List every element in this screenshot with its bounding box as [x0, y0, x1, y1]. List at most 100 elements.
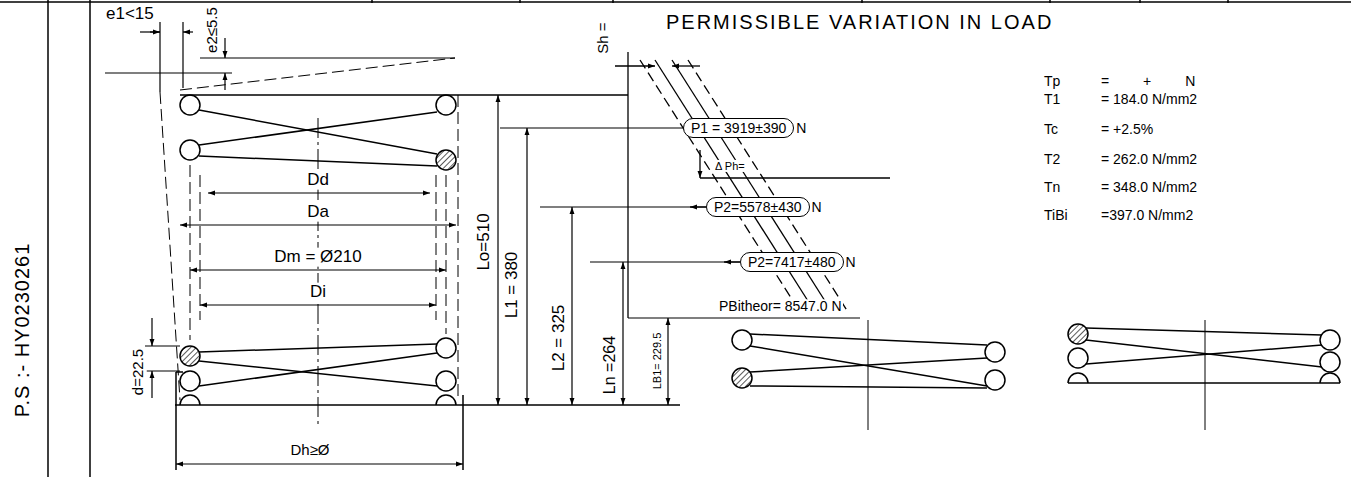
dimension-lines: [571, 207, 572, 405]
load-value: P2=5578±430: [706, 197, 810, 218]
table-key: T2: [1043, 152, 1061, 167]
title-frame: [612, 0, 614, 3]
spring-main-view: [462, 395, 464, 470]
spring-end-view: [732, 368, 752, 388]
load-callout: P1 = 3919±390N: [683, 118, 806, 139]
load-diagram: [615, 52, 890, 318]
title-frame: [861, 0, 863, 3]
dimension-lines: [622, 262, 623, 405]
spring-end-view: [985, 370, 1005, 390]
load-callout: P2=7417±480N: [740, 252, 856, 273]
spring-main-view: [180, 140, 200, 160]
spring-end-view: [1320, 373, 1340, 383]
title-frame: [1139, 0, 1141, 3]
title: PERMISSIBLE VARIATION IN LOAD: [665, 11, 1054, 33]
spring-main-view: [175, 95, 680, 470]
hidden-outline: [458, 95, 459, 400]
dimension-label: L1 = 380: [503, 251, 522, 320]
spring-end-view: [732, 320, 1005, 430]
spring-end-view: [1320, 330, 1340, 350]
title-frame: [1049, 0, 1051, 3]
spring-main-view: [180, 95, 200, 115]
table-value: = +2.5%: [1100, 122, 1154, 137]
spring-main-view: [180, 346, 200, 366]
load-callout: P2=5578±430N: [706, 197, 822, 218]
spring-end-view: [1068, 324, 1088, 344]
dimension-label: Dm = Ø210: [273, 248, 362, 267]
dimension-label: Dh≥Ø: [289, 442, 330, 459]
spring-main-view: [436, 338, 456, 358]
dimension-lines: [145, 370, 180, 371]
hidden-outline: [190, 165, 191, 340]
dimension-label: d=22.5: [130, 348, 147, 396]
spring-end-view: [1086, 345, 1322, 364]
table-value: = + N: [1100, 74, 1196, 89]
load-diagram: [640, 60, 800, 312]
dimension-label: Dd: [306, 171, 330, 190]
spring-main-view: [436, 371, 456, 391]
dimension-lines: [151, 318, 152, 346]
title-frame: [371, 0, 373, 3]
unit-label: N: [796, 120, 806, 137]
dimension-lines: [224, 73, 225, 90]
dimension-label: Lo=510: [475, 212, 494, 271]
title-frame: [0, 1, 1351, 3]
load-diagram: [615, 65, 655, 66]
spring-end-view: [1068, 348, 1088, 368]
load-diagram: [699, 150, 700, 178]
dimension-lines: [200, 304, 436, 305]
table-key: T1: [1043, 92, 1061, 107]
spring-main-view: [175, 372, 177, 470]
spring-end-view: [1086, 328, 1322, 335]
spring-end-view: [1068, 373, 1088, 383]
dimension-lines: [667, 318, 668, 405]
spring-main-view: [175, 404, 680, 406]
spring-end-view: [1086, 340, 1322, 367]
tolerance-label: e1<15: [105, 5, 155, 24]
table-key: Tc: [1043, 122, 1059, 137]
dimension-label: LB1= 229.5: [651, 332, 663, 391]
title-frame: [47, 0, 49, 477]
dimension-lines: [526, 128, 527, 405]
hidden-outline: [446, 175, 447, 334]
dimension-label: Di: [309, 283, 327, 302]
hidden-outline: [200, 175, 201, 320]
dimension-lines: [190, 269, 446, 270]
hidden-outline: [436, 175, 437, 320]
table-value: =397.0 N/mm2: [1100, 208, 1194, 223]
dimension-lines: [176, 463, 463, 464]
dimension-lines: [145, 345, 180, 346]
spring-end-view: [1068, 382, 1340, 384]
spring-main-view: [180, 94, 628, 96]
spring-main-view: [436, 95, 456, 115]
dimension-lines: [151, 371, 152, 398]
dimension-label: Da: [306, 203, 330, 222]
dimension-lines: [224, 38, 225, 58]
load-value: P1 = 3919±390: [683, 118, 794, 139]
dimension-label: Ln =264: [601, 335, 619, 395]
dimension-label: PBitheor= 8547.0 N: [718, 299, 843, 314]
dimension-lines: [200, 57, 455, 58]
load-diagram: [724, 261, 740, 262]
table-value: = 184.0 N/mm2: [1100, 92, 1198, 107]
spring-end-view: [1320, 352, 1340, 372]
spring-main-view: [436, 150, 456, 170]
load-diagram: [655, 60, 815, 312]
part-number: P.S :- HY0230261: [11, 242, 33, 419]
dimension-lines: [105, 22, 860, 464]
spring-main-view: [180, 395, 200, 405]
load-diagram: [672, 60, 832, 312]
dimension-label: Sh =: [595, 21, 612, 54]
table-value: = 348.0 N/mm2: [1100, 180, 1198, 195]
dimension-lines: [540, 206, 706, 207]
unit-label: N: [846, 254, 856, 271]
spring-end-view: [732, 330, 752, 350]
load-diagram: [672, 65, 700, 66]
dimension-lines: [180, 224, 456, 225]
dimension-lines: [140, 31, 160, 32]
title-frame: [89, 0, 91, 477]
hidden-outline: [180, 58, 455, 90]
load-diagram: [690, 206, 706, 207]
